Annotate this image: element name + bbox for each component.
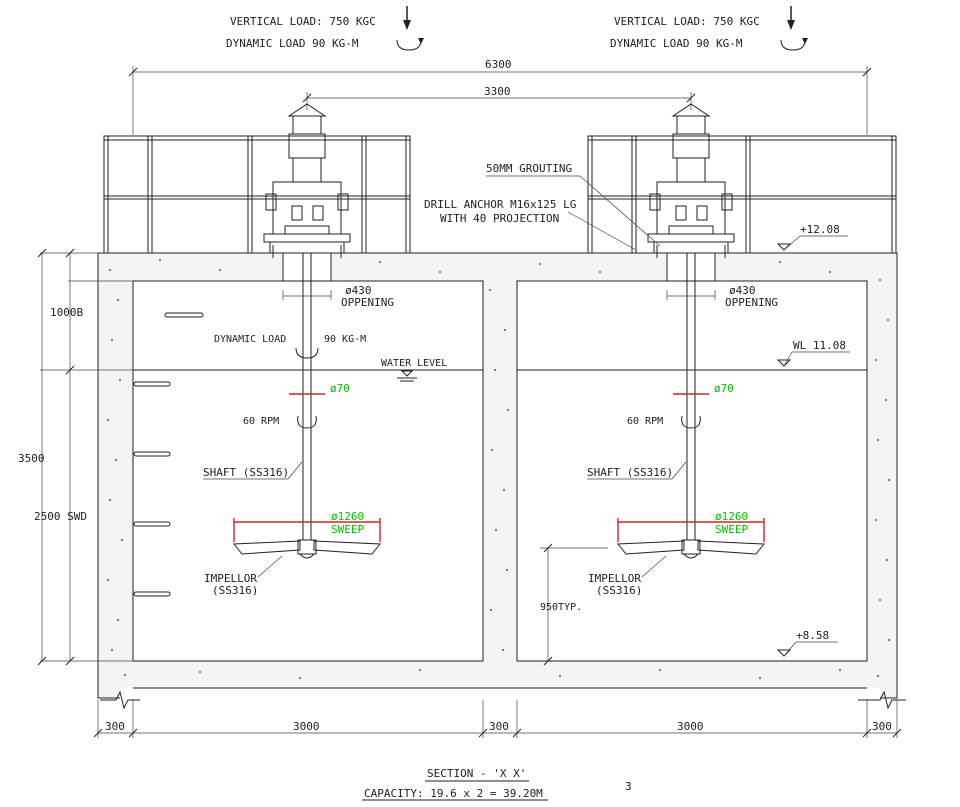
dynamic-load-left-label: DYNAMIC LOAD 90 KG-M [226, 37, 359, 50]
shaft-dia-right: ø70 [714, 382, 734, 395]
level-top-label: +12.08 [800, 223, 840, 236]
shaft-left-label: SHAFT (SS316) [203, 466, 289, 479]
mixer-left [232, 103, 382, 559]
left-vertical-dims: 1000B 3500 2500 SWD [18, 248, 133, 666]
tank-concrete [97, 252, 898, 702]
vertical-load-right-label: VERTICAL LOAD: 750 KGC [614, 15, 760, 28]
moment-symbol-right-icon [780, 38, 808, 51]
dimension-6300: 6300 [128, 58, 872, 135]
ladder-rungs [133, 312, 204, 597]
grouting-label: 50MM GROUTING [486, 162, 572, 175]
capacity-label: CAPACITY: 19.6 x 2 = 39.20M [364, 787, 543, 800]
opening-dim-left: ø430 OPPENING [282, 284, 394, 309]
level-marker-wl: WL 11.08 [776, 339, 850, 367]
dim-3500-label: 3500 [18, 452, 45, 465]
opening-right-label: OPPENING [725, 296, 778, 309]
bottom-300-b: 300 [489, 720, 509, 733]
dim-2500-label: 2500 SWD [34, 510, 87, 523]
level-marker-bottom: +8.58 [776, 629, 838, 657]
water-level-label: WATER LEVEL [381, 358, 447, 369]
bottom-3000-a: 3000 [293, 720, 320, 733]
dim-950-typ: 950TYP. [540, 543, 608, 666]
opening-dia-left: ø430 [345, 284, 372, 297]
level-bottom-label: +8.58 [796, 629, 829, 642]
impellor-left-label-1: IMPELLOR [204, 572, 257, 585]
moment-symbol-mid-icon [295, 347, 319, 359]
impellor-left-label-2: (SS316) [212, 584, 258, 597]
dynamic-load-right-label: DYNAMIC LOAD 90 KG-M [610, 37, 743, 50]
shaft-right-label: SHAFT (SS316) [587, 466, 673, 479]
sweep-dia-right: ø1260 [715, 510, 748, 523]
impellor-right-label-1: IMPELLOR [588, 572, 641, 585]
bottom-3000-b: 3000 [677, 720, 704, 733]
load-arrow-left-icon [403, 6, 411, 30]
page-number: 3 [625, 780, 632, 793]
dim-3300-label: 3300 [484, 85, 511, 98]
railing-left [103, 135, 411, 253]
sweep-dim-right: ø1260 SWEEP [617, 510, 765, 542]
impellor-right-label-2: (SS316) [596, 584, 642, 597]
sweep-dim-left: ø1260 SWEEP [233, 510, 381, 542]
opening-dim-right: ø430 OPPENING [666, 284, 778, 309]
mixer-right [616, 103, 766, 559]
rpm-left-label: 60 RPM [243, 416, 279, 427]
sweep-left-label: SWEEP [331, 523, 364, 536]
opening-left-label: OPPENING [341, 296, 394, 309]
section-title: SECTION - 'X X' [427, 767, 526, 780]
anchor-label-2: WITH 40 PROJECTION [440, 212, 559, 225]
dynamic-load-mid-label: DYNAMIC LOAD [214, 334, 286, 345]
dim-950-label: 950TYP. [540, 602, 582, 613]
rotation-right-icon [681, 415, 701, 429]
dimension-3300: 3300 [302, 85, 696, 110]
dim-1000b-label: 1000B [50, 306, 83, 319]
rotation-left-icon [297, 415, 317, 429]
moment-symbol-left-icon [396, 38, 424, 51]
bottom-300-c: 300 [872, 720, 892, 733]
shaft-dia-left: ø70 [330, 382, 350, 395]
shaft-dim-left: ø70 [289, 382, 350, 395]
bottom-dims: 300 3000 300 3000 300 [93, 690, 906, 738]
rpm-right-label: 60 RPM [627, 416, 663, 427]
railing-right [587, 135, 897, 253]
vertical-load-left-label: VERTICAL LOAD: 750 KGC [230, 15, 376, 28]
dim-6300-label: 6300 [485, 58, 512, 71]
water-level-symbol-icon [397, 370, 417, 382]
level-wl-label: WL 11.08 [793, 339, 846, 352]
sweep-right-label: SWEEP [715, 523, 748, 536]
level-marker-top: +12.08 [776, 223, 848, 251]
load-arrow-right-icon [787, 6, 795, 30]
dynamic-load-mid-value: 90 KG-M [324, 334, 366, 345]
sweep-dia-left: ø1260 [331, 510, 364, 523]
opening-dia-right: ø430 [729, 284, 756, 297]
shaft-dim-right: ø70 [673, 382, 734, 395]
anchor-label-1: DRILL ANCHOR M16x125 LG [424, 198, 576, 211]
bottom-300-a: 300 [105, 720, 125, 733]
